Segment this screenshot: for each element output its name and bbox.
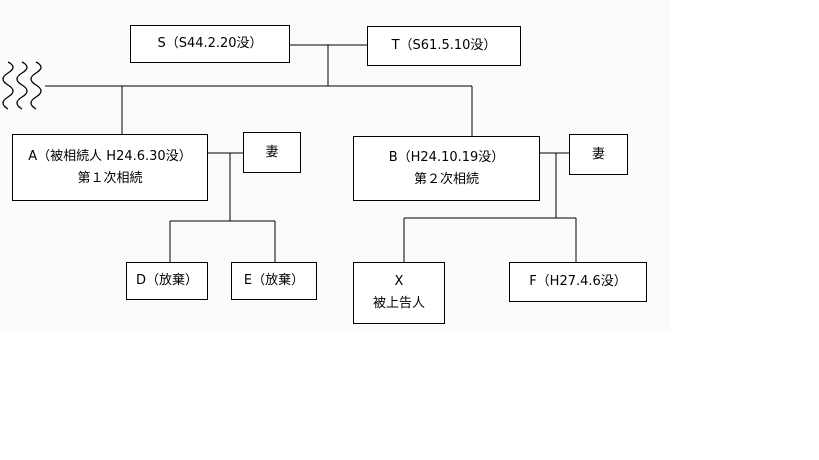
person-a-wife-label: 妻: [265, 144, 279, 160]
person-a: A（被相続人 H24.6.30没） 第１次相続: [12, 134, 208, 201]
person-x: X 被上告人: [353, 262, 445, 324]
person-e-label: E（放棄）: [243, 273, 305, 288]
person-b-wife: 妻: [569, 134, 628, 175]
person-x-note: 被上告人: [372, 296, 425, 311]
person-b-wife-label: 妻: [591, 146, 605, 162]
person-d-label: D（放棄）: [135, 273, 198, 288]
person-b-note: 第２次相続: [413, 171, 479, 187]
person-x-label: X: [394, 274, 404, 289]
person-a-wife: 妻: [243, 132, 301, 173]
person-f-label: F（H27.4.6没）: [529, 274, 627, 289]
person-b: B（H24.10.19没） 第２次相続: [353, 136, 540, 201]
person-f: F（H27.4.6没）: [509, 262, 647, 302]
person-s-label: S（S44.2.20没）: [157, 36, 263, 51]
omission-wave-marks: [2, 61, 42, 110]
person-e: E（放棄）: [231, 262, 317, 300]
person-t-label: T（S61.5.10没）: [391, 38, 497, 53]
person-b-label: B（H24.10.19没）: [388, 149, 505, 165]
person-s: S（S44.2.20没）: [130, 25, 290, 63]
person-d: D（放棄）: [126, 262, 208, 300]
person-a-note: 第１次相続: [77, 170, 143, 186]
person-a-label: A（被相続人 H24.6.30没）: [28, 148, 192, 164]
person-t: T（S61.5.10没）: [367, 26, 521, 66]
